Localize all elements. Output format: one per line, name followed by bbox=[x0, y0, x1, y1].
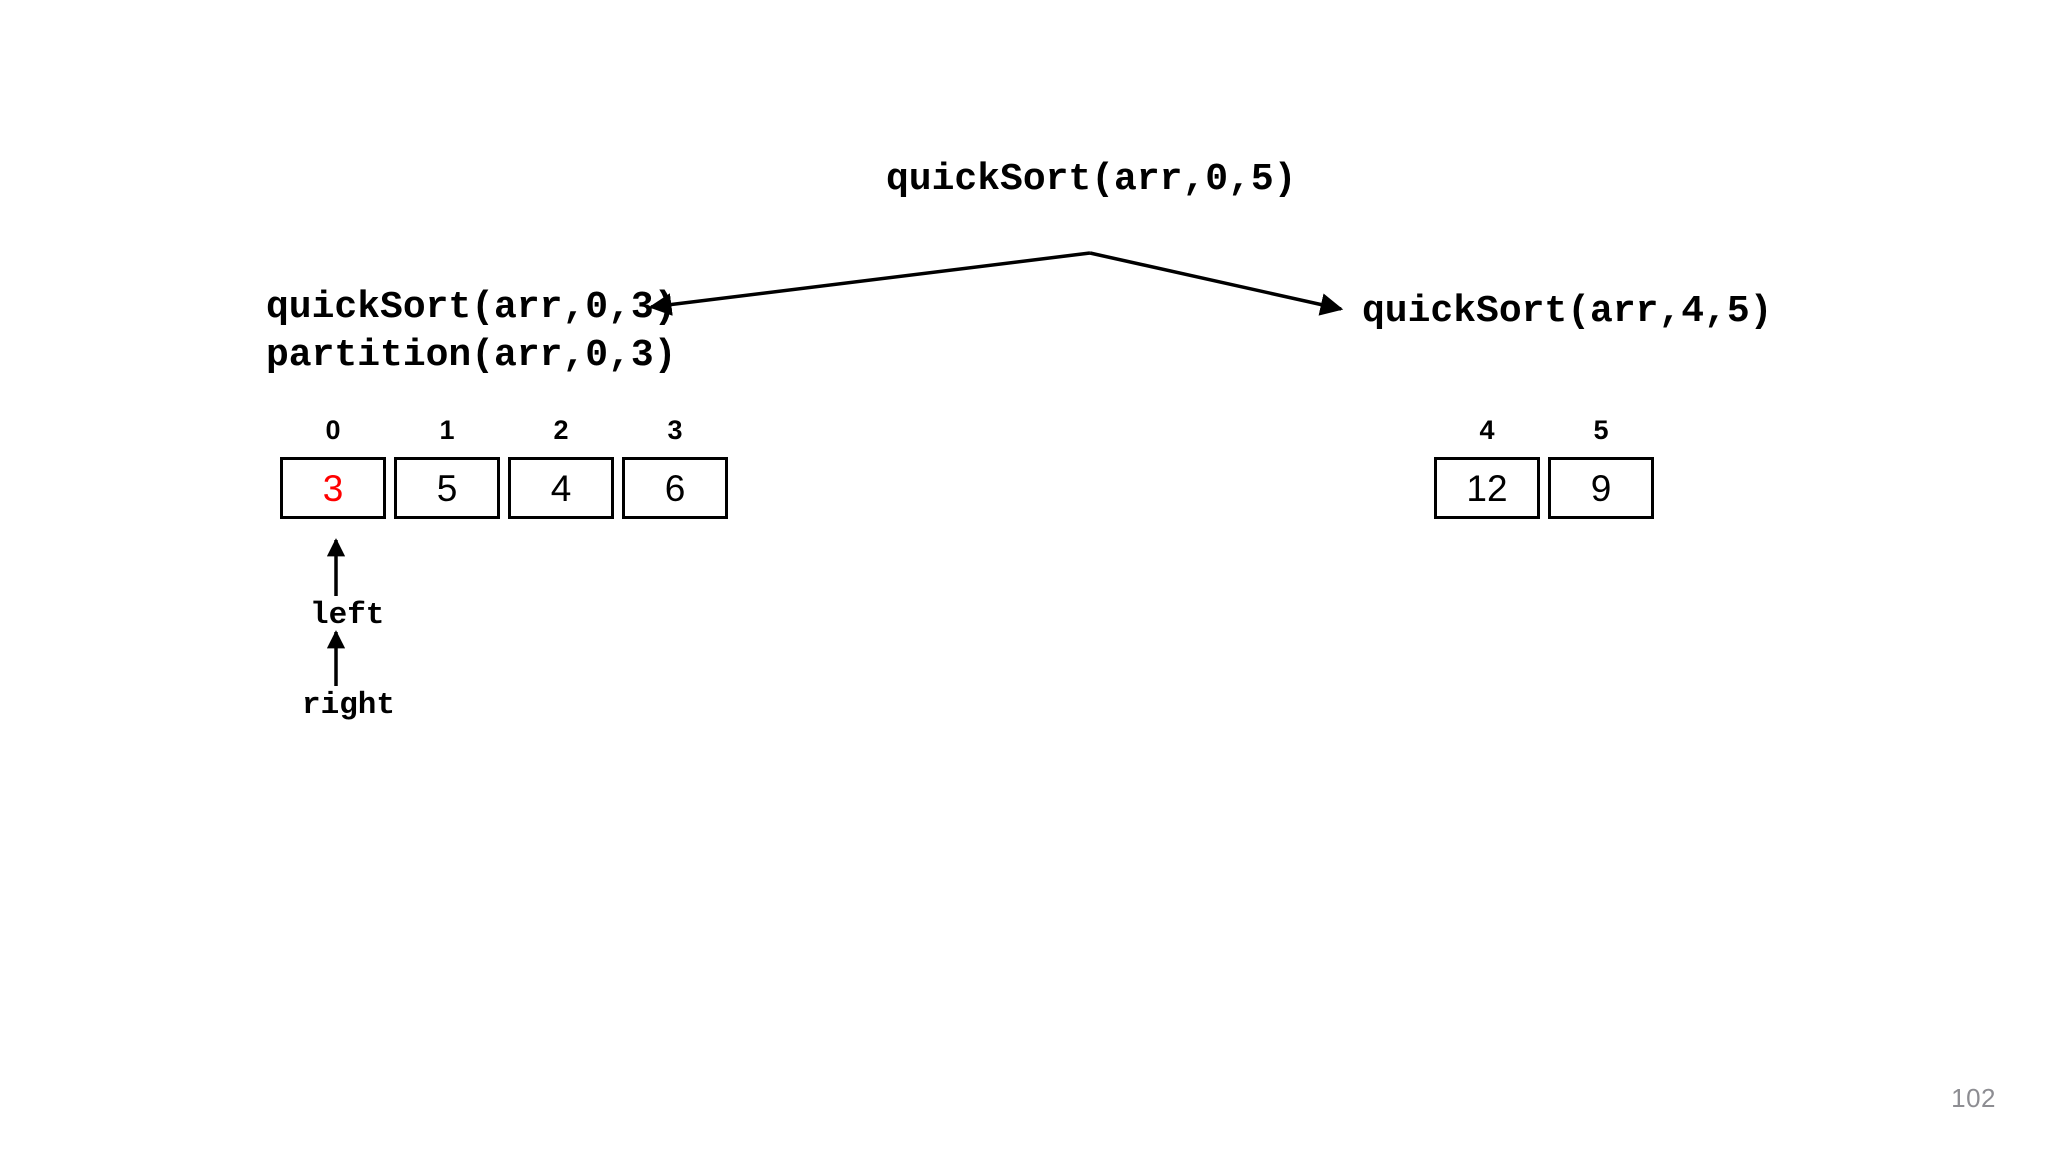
edge-root-to-right-child bbox=[1089, 251, 1344, 316]
array-cell: 4 12 bbox=[1434, 415, 1540, 519]
cell-value: 4 bbox=[550, 467, 572, 509]
cell-index: 0 bbox=[325, 415, 341, 445]
pointer-label-right: right bbox=[302, 688, 396, 723]
left-subarray: 0 3 1 5 2 4 3 6 bbox=[280, 415, 728, 519]
cell-index: 1 bbox=[439, 415, 455, 445]
cell-index: 4 bbox=[1479, 415, 1495, 445]
cell-value: 3 bbox=[322, 467, 344, 509]
cell-box: 6 bbox=[622, 457, 728, 519]
cell-box: 12 bbox=[1434, 457, 1540, 519]
array-cell: 5 9 bbox=[1548, 415, 1654, 519]
array-cell: 2 4 bbox=[508, 415, 614, 519]
cell-value: 12 bbox=[1466, 467, 1508, 509]
cell-index: 2 bbox=[553, 415, 569, 445]
right-child-call-label: quickSort(arr,4,5) bbox=[1362, 290, 1773, 333]
cell-box: 4 bbox=[508, 457, 614, 519]
cell-box: 5 bbox=[394, 457, 500, 519]
cell-value: 9 bbox=[1590, 467, 1612, 509]
right-subarray: 4 12 5 9 bbox=[1434, 415, 1654, 519]
cell-index: 5 bbox=[1593, 415, 1609, 445]
array-cell: 1 5 bbox=[394, 415, 500, 519]
page-number: 102 bbox=[1951, 1083, 1996, 1113]
cell-value: 5 bbox=[436, 467, 458, 509]
cell-index: 3 bbox=[667, 415, 683, 445]
cell-box: 3 bbox=[280, 457, 386, 519]
left-child-call-label: quickSort(arr,0,3) bbox=[266, 286, 677, 329]
array-cell: 0 3 bbox=[280, 415, 386, 519]
cell-value: 6 bbox=[664, 467, 686, 509]
edge-root-to-left-child bbox=[648, 251, 1091, 316]
array-cell: 3 6 bbox=[622, 415, 728, 519]
pointer-label-left: left bbox=[310, 598, 385, 633]
left-child-partition-label: partition(arr,0,3) bbox=[266, 334, 677, 377]
cell-box: 9 bbox=[1548, 457, 1654, 519]
root-call-label: quickSort(arr,0,5) bbox=[886, 158, 1297, 201]
